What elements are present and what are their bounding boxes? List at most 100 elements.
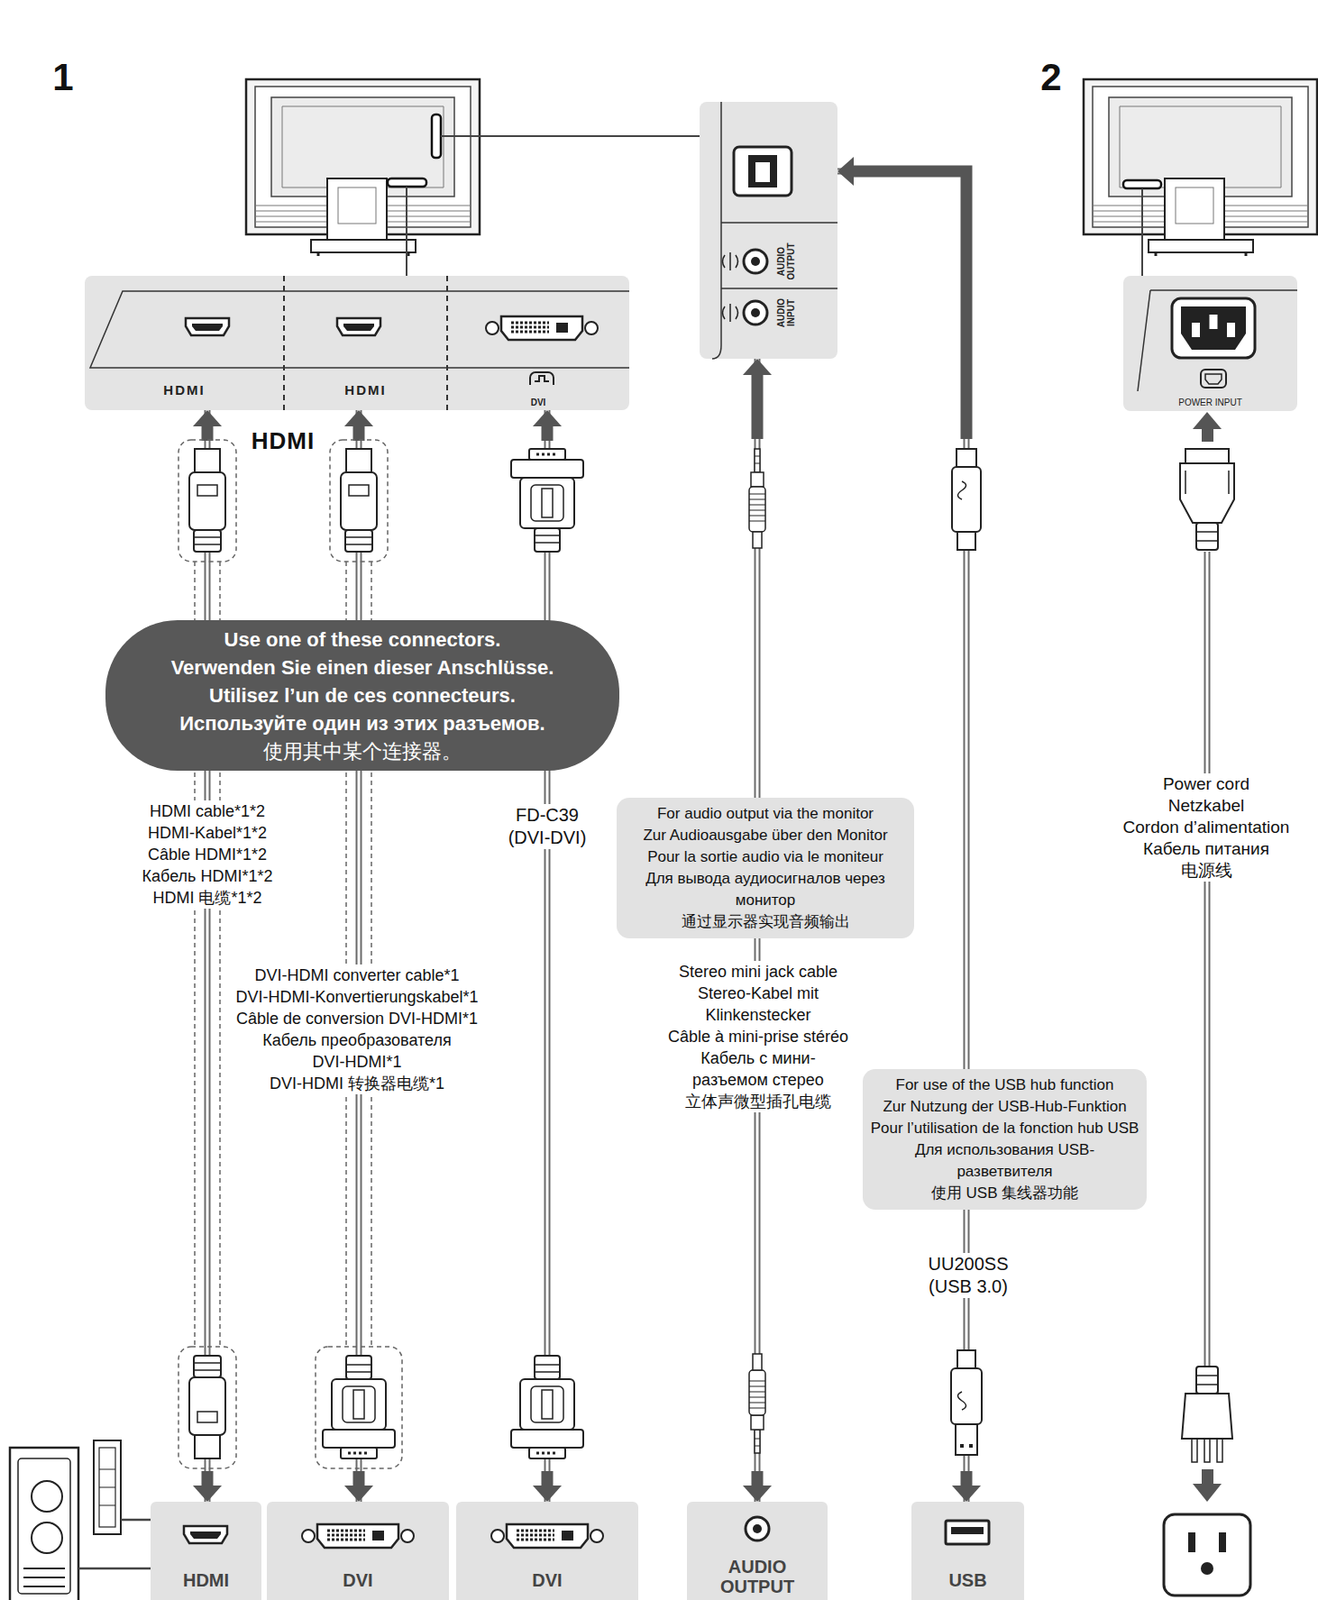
arrow-head (344, 410, 374, 427)
dvi-plug (511, 448, 584, 552)
audio-usb-panel: AUDIO OUTPUTAUDIO INPUT (699, 101, 838, 359)
cable-outline (178, 439, 403, 1469)
node-text: Используйте один из этих разъемов. (179, 709, 546, 738)
label-group: UU200SS (USB 3.0) (805, 1253, 1131, 1299)
cable-line (546, 410, 550, 1502)
arrow-head (532, 1485, 562, 1502)
cable-label: 电源线 (1177, 860, 1236, 882)
node-text: Pour l’utilisation de la fonction hub US… (870, 1117, 1140, 1140)
cable-label: Câble à mini-prise stéréo (664, 1025, 852, 1048)
node-text: DVI (531, 1570, 562, 1592)
usb-note-box: For use of the USB hub functionZur Nutzu… (862, 1069, 1147, 1210)
cable-label: Stereo mini jack cable (675, 961, 842, 983)
arrow-shaft (353, 1471, 366, 1486)
node-text: Zur Audioausgabe über den Monitor (642, 824, 888, 847)
arrow-shaft (853, 171, 967, 440)
arrow-head (742, 1485, 772, 1502)
port-highlight (387, 114, 700, 276)
arrow-head (532, 410, 562, 427)
cable-line (204, 410, 211, 1502)
hdmi-plug (189, 448, 226, 552)
cable-label: HDMI-Kabel*1*2 (144, 822, 271, 844)
label-group: FD-C39 (DVI-DVI) (384, 804, 710, 850)
arrow-head (837, 156, 854, 186)
cable-label: Power cord (1159, 773, 1254, 796)
dvi-plug (322, 1355, 395, 1459)
hdmi-port-cell: HDMI (283, 275, 448, 411)
power-cord (1192, 411, 1222, 1502)
cable-label: DVI-HDMI-Konvertierungskabel*1 (231, 986, 482, 1008)
node-text: POWER INPUT (1178, 397, 1243, 408)
pc-port-box: DVI (456, 1501, 639, 1600)
cable-label: DVI-HDMI converter cable*1 (250, 964, 463, 987)
step-number: 1 (48, 55, 77, 100)
label-group: 1 (0, 55, 226, 100)
node-text: HDMI (163, 382, 205, 398)
node-text: USB (948, 1570, 987, 1592)
node-text: AUDIO OUTPUT (777, 237, 797, 286)
usb-a-plug (951, 1350, 982, 1456)
cable-line (356, 410, 363, 1502)
cable-connector (344, 410, 374, 1502)
cable-label: Кабель питания (1139, 838, 1273, 861)
cable-line (544, 410, 551, 1502)
arrow-head (344, 1485, 374, 1502)
cable-connector (192, 410, 222, 1502)
cable-label: Câble HDMI*1*2 (144, 843, 271, 866)
node-text: 使用 USB 集线器功能 (931, 1182, 1079, 1205)
node-text: Для использования USB-разветвителя (868, 1139, 1142, 1183)
monitor-back (1083, 79, 1318, 257)
cable-label: Кабель HDMI*1*2 (138, 865, 277, 888)
pc-port-box: AUDIO OUTPUT (686, 1501, 828, 1600)
arrow-shaft (541, 426, 554, 441)
power-plug (1181, 1366, 1233, 1463)
node-text: For use of the USB hub function (896, 1074, 1115, 1097)
arrow-shaft (751, 1471, 764, 1486)
hdmi-plug (189, 1355, 226, 1459)
cable-line (206, 410, 210, 1502)
cable-label: Netzkabel (1164, 795, 1249, 817)
node-text: Zur Nutzung der USB-Hub-Funktion (882, 1096, 1126, 1118)
pc-port-box: HDMI (150, 1501, 262, 1600)
node-text: AUDIO INPUT (777, 288, 797, 338)
cable-label: 立体声微型插孔电缆 (681, 1090, 835, 1113)
monitor-back (246, 79, 480, 257)
arrow-shaft (961, 1471, 973, 1486)
label-group: 2 (888, 55, 1214, 100)
label-group: Stereo mini jack cableStereo-Kabel mit K… (595, 961, 921, 1113)
arrow-shaft (201, 426, 214, 441)
arrow-head (951, 1485, 981, 1502)
node-text: Verwenden Sie einen dieser Anschlüsse. (171, 653, 555, 682)
cable-label: Кабель преобразователя DVI-HDMI*1 (240, 1029, 474, 1073)
step-number: 2 (1036, 55, 1065, 100)
label-group: Power cordNetzkabelCordon d’alimentation… (1043, 773, 1318, 882)
cable-label: UU200SS (USB 3.0) (910, 1253, 1026, 1299)
node-text: For audio output via the monitor (657, 803, 874, 825)
pc-port-box: USB (911, 1501, 1025, 1600)
wall-outlet (1163, 1514, 1251, 1596)
pc-tower (9, 1440, 151, 1600)
power-plug (1180, 448, 1235, 550)
node-text: 使用其中某个连接器。 (263, 737, 462, 766)
node-text: Utilisez l’un de ces connecteurs. (209, 681, 516, 710)
cable-label: Câble de conversion DVI-HDMI*1 (232, 1007, 482, 1030)
node-text: DVI (342, 1570, 373, 1592)
node-text: 通过显示器实现音频输出 (681, 911, 851, 934)
port-icon (699, 101, 838, 359)
cable-label: HDMI 电缆*1*2 (148, 887, 266, 909)
arrow-head (192, 410, 222, 427)
audio-note-box: For audio output via the monitorZur Audi… (616, 797, 915, 939)
label-group: DVI-HDMI converter cable*1DVI-HDMI-Konve… (194, 964, 520, 1095)
label-group: HDMI cable*1*2HDMI-Kabel*1*2Câble HDMI*1… (45, 800, 370, 909)
cable-label: FD-C39 (DVI-DVI) (489, 804, 605, 850)
node-text: Для вывода аудиосигналов через монитор (622, 868, 909, 912)
dvi-port-cell: DVI (447, 275, 630, 411)
arrow-head (742, 358, 772, 376)
cable-label: Кабель с мини-разъемом стерео (682, 1047, 834, 1091)
node-text: AUDIO OUTPUT (712, 1556, 803, 1597)
arrow-shaft (201, 1471, 214, 1486)
node-text: Use one of these connectors. (224, 625, 502, 654)
power-panel: POWER INPUT (1123, 275, 1298, 412)
cable-label: DVI-HDMI 转换器电缆*1 (265, 1072, 449, 1095)
